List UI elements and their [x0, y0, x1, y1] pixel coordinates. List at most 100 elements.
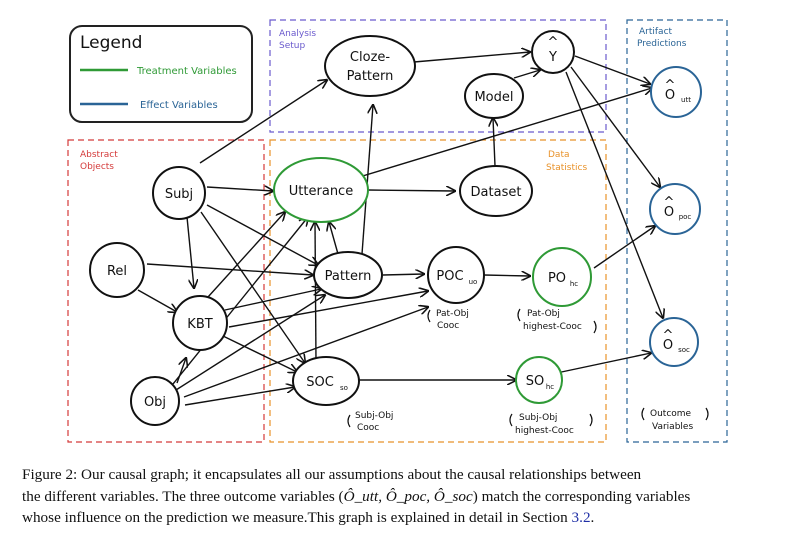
- node-so-hc-sub: hc: [546, 383, 554, 391]
- node-cloze-pattern-line1: Cloze-: [350, 50, 390, 65]
- section-reference-link[interactable]: 3.2: [571, 509, 591, 526]
- edge-utterance-dataset: [367, 190, 455, 191]
- node-dataset: Dataset: [459, 165, 533, 217]
- node-poc-uo: POC uo: [427, 246, 485, 304]
- node-o-utt-main: O: [665, 88, 675, 103]
- node-subj-label: Subj: [165, 187, 193, 202]
- node-po-hc-sub: hc: [570, 280, 578, 288]
- node-o-poc-sub: poc: [679, 213, 692, 221]
- node-o-utt-sub: utt: [681, 96, 691, 104]
- region-data-statistics-line2: Statistics: [546, 163, 587, 173]
- edge-obj-poc: [183, 307, 428, 398]
- edge-soc-utterance: [315, 222, 316, 363]
- legend-treatment-label: Treatment Variables: [136, 66, 237, 77]
- node-so-hc[interactable]: SO hc: [515, 356, 563, 404]
- annotation-pat-obj-cooc-line1: Pat-Obj: [436, 309, 469, 319]
- edge-dataset-model: [493, 118, 495, 167]
- edge-subj-pattern: [206, 204, 318, 265]
- edge-obj-soc: [184, 387, 295, 406]
- annotation-subj-obj-cooc-line2: Cooc: [357, 423, 379, 433]
- edge-subj-kbt: [186, 216, 194, 288]
- edge-yhat-osoc: [565, 71, 663, 318]
- region-analysis-setup-line1: Analysis: [279, 29, 316, 39]
- edge-subj-soc: [200, 211, 305, 363]
- annotation-outcome-variables: Outcome Variables: [641, 407, 709, 432]
- annotation-pat-obj-highest: Pat-Obj highest-Cooc: [517, 308, 597, 334]
- node-cloze-pattern: Cloze- Pattern: [324, 35, 416, 97]
- region-artifact-predictions-line1: Artifact: [639, 27, 673, 37]
- region-data-statistics: Data Statistics: [269, 139, 607, 443]
- caption-line-3: whose influence on the prediction we mea…: [22, 507, 770, 529]
- legend-title: Legend: [80, 33, 142, 53]
- node-o-soc-main: O: [663, 338, 673, 353]
- node-cloze-pattern-line2: Pattern: [347, 69, 394, 84]
- edge-obj-utterance: [172, 217, 308, 385]
- node-subj: Subj: [152, 166, 206, 220]
- caption-line-3-start: whose influence on the prediction we mea…: [22, 509, 572, 526]
- edge-pattern-cloze: [361, 105, 373, 255]
- annotation-subj-obj-highest-line1: Subj-Obj: [519, 413, 557, 423]
- node-obj-label: Obj: [144, 395, 166, 410]
- node-po-hc[interactable]: PO hc: [532, 247, 592, 307]
- annotation-outcome-variables-line1: Outcome: [650, 409, 692, 419]
- caption-line-2-end: ) match the corresponding variables: [472, 487, 691, 505]
- region-data-statistics-line1: Data: [548, 150, 570, 160]
- node-o-poc-main: O: [664, 205, 674, 220]
- figure-caption: Figure 2: Our causal graph; it encapsula…: [22, 464, 770, 529]
- node-o-poc-hat-mark: ^: [664, 195, 675, 210]
- node-o-utt-hat-mark: ^: [665, 78, 676, 93]
- caption-outcome-variables-math: Ô_utt, Ô_poc, Ô_soc: [343, 487, 473, 505]
- node-poc-uo-main: POC: [436, 269, 463, 284]
- node-o-soc-sub: soc: [678, 346, 690, 354]
- edge-subj-cloze: [199, 80, 327, 164]
- edge-cloze-yhat: [413, 52, 530, 63]
- annotation-subj-obj-highest: Subj-Obj highest-Cooc: [509, 413, 593, 436]
- caption-line-1: Figure 2: Our causal graph; it encapsula…: [22, 466, 642, 483]
- edge-subj-utterance: [206, 187, 273, 191]
- node-pattern: Pattern: [313, 251, 383, 299]
- node-pattern-label: Pattern: [325, 269, 372, 284]
- annotation-subj-obj-cooc: Subj-Obj Cooc: [347, 411, 393, 433]
- edge-rel-pattern: [146, 263, 313, 275]
- annotation-subj-obj-cooc-line1: Subj-Obj: [355, 411, 393, 421]
- annotation-pat-obj-highest-line1: Pat-Obj: [527, 309, 560, 319]
- node-rel-label: Rel: [107, 264, 127, 279]
- caption-line-2: the different variables. The three outco…: [22, 486, 770, 508]
- node-po-hc-main: PO: [548, 271, 566, 286]
- edge-kbt-utterance: [207, 212, 285, 298]
- legend-effect-label: Effect Variables: [140, 100, 218, 111]
- node-o-utt[interactable]: ^ O utt: [650, 66, 702, 118]
- region-abstract-objects-line1: Abstract: [80, 150, 118, 160]
- edge-pattern-utterance: [329, 222, 339, 255]
- causal-graph-diagram: Legend Treatment Variables Effect Variab…: [67, 19, 728, 443]
- node-soc-so: SOC so: [292, 356, 360, 406]
- legend: Legend Treatment Variables Effect Variab…: [69, 25, 253, 123]
- region-abstract-objects: Abstract Objects: [67, 139, 265, 443]
- node-o-soc[interactable]: ^ O soc: [649, 317, 699, 367]
- node-model-label: Model: [474, 90, 513, 105]
- annotation-pat-obj-cooc-line2: Cooc: [437, 321, 459, 331]
- edge-sohc-osoc: [551, 353, 651, 375]
- edge-rel-kbt: [137, 289, 177, 312]
- edge-pohc-opoc: [593, 226, 655, 269]
- node-y-hat: ^ Y: [531, 30, 575, 74]
- edge-obj-kbt: [176, 358, 186, 384]
- region-analysis-setup: Analysis Setup: [269, 19, 607, 133]
- annotation-subj-obj-highest-line2: highest-Cooc: [515, 426, 574, 436]
- annotation-outcome-variables-line2: Variables: [652, 422, 693, 432]
- edge-model-yhat: [513, 70, 540, 79]
- annotation-pat-obj-highest-line2: highest-Cooc: [523, 322, 582, 332]
- node-so-hc-main: SO: [526, 374, 544, 389]
- node-utterance-label: Utterance: [289, 184, 353, 199]
- region-artifact-predictions: Artifact Predictions: [626, 19, 728, 443]
- node-y-hat-label: Y: [548, 50, 557, 65]
- annotation-pat-obj-cooc: Pat-Obj Cooc: [427, 309, 469, 331]
- edge-yhat-outt: [574, 55, 650, 84]
- caption-line-3-end: .: [590, 509, 595, 526]
- region-abstract-objects-line2: Objects: [80, 162, 114, 172]
- node-model: Model: [464, 73, 524, 119]
- edge-kbt-pattern: [224, 289, 321, 311]
- edges: [137, 52, 663, 406]
- node-o-poc[interactable]: ^ O poc: [649, 183, 701, 235]
- node-utterance[interactable]: Utterance: [273, 157, 369, 223]
